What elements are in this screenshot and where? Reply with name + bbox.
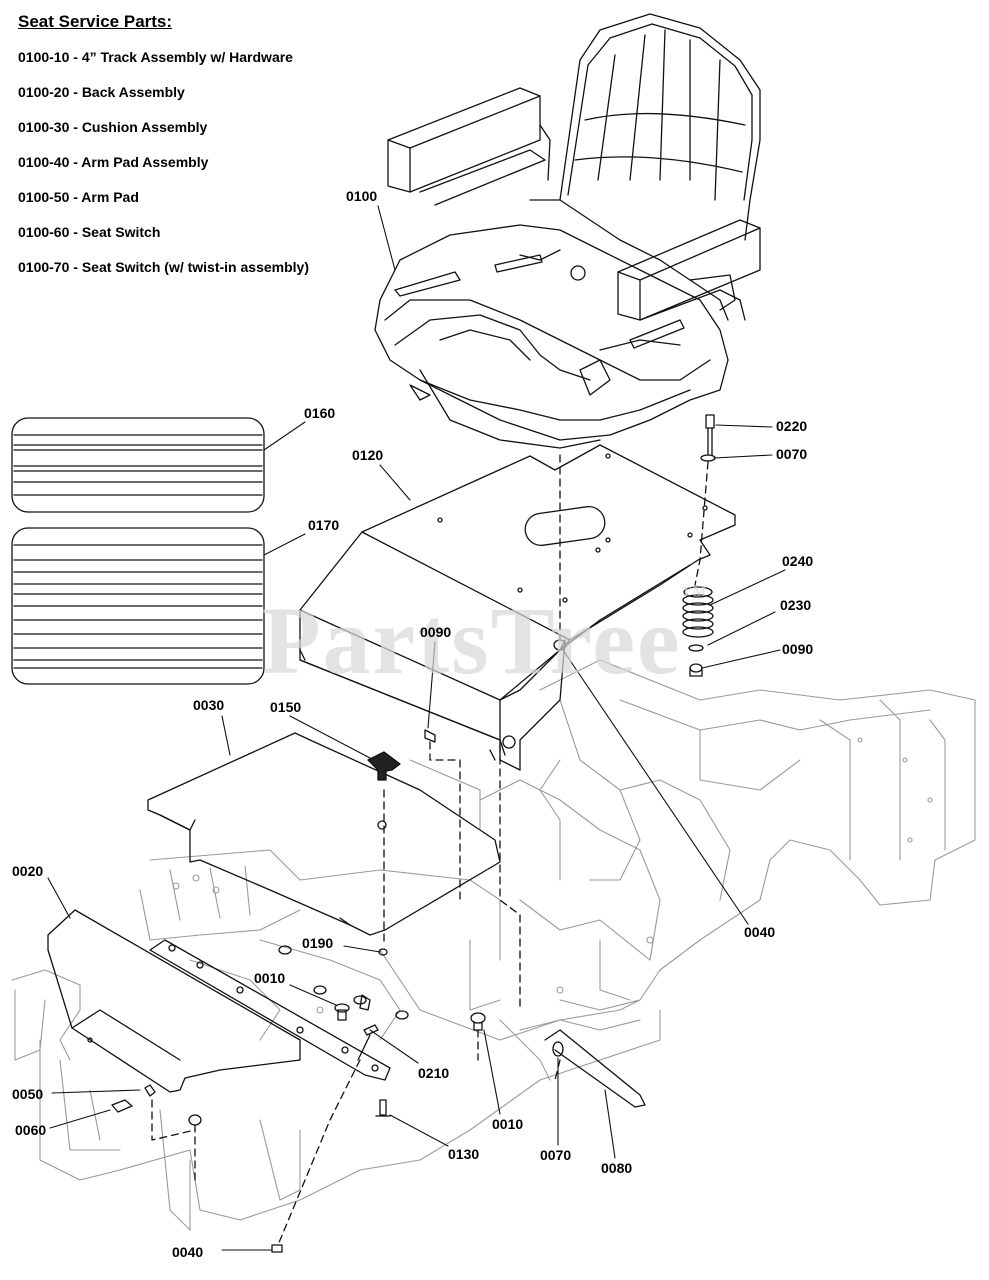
seat-assembly <box>374 13 761 449</box>
callout-0010[interactable]: 0010 <box>492 1116 524 1132</box>
service-parts-legend: Seat Service Parts: 0100-10 - 4” Track A… <box>18 12 309 293</box>
callout-0040[interactable]: 0040 <box>172 1244 204 1260</box>
callout-0150[interactable]: 0150 <box>270 699 302 715</box>
spring-assembly <box>682 414 716 677</box>
callout-0030[interactable]: 0030 <box>193 697 225 713</box>
legend-item: 0100-40 - Arm Pad Assembly <box>18 154 209 170</box>
callout-0060[interactable]: 0060 <box>15 1122 47 1138</box>
callout-0170[interactable]: 0170 <box>308 517 340 533</box>
callout-0190[interactable]: 0190 <box>302 935 334 951</box>
callout-0130[interactable]: 0130 <box>448 1146 480 1162</box>
callout-0240[interactable]: 0240 <box>782 553 814 569</box>
callout-0010[interactable]: 0010 <box>254 970 286 986</box>
chassis-frame <box>11 659 976 1231</box>
callout-0070[interactable]: 0070 <box>540 1147 572 1163</box>
side-bracket <box>47 909 391 1093</box>
decal-0160 <box>11 417 265 513</box>
callout-0100[interactable]: 0100 <box>346 188 378 204</box>
callout-0120[interactable]: 0120 <box>352 447 384 463</box>
watermark-tm: TM <box>681 585 709 600</box>
callout-0230[interactable]: 0230 <box>780 597 812 613</box>
knob-0150 <box>367 751 401 781</box>
decal-0170 <box>11 527 265 685</box>
foot-pad <box>147 732 501 936</box>
callout-0050[interactable]: 0050 <box>12 1086 44 1102</box>
callout-0220[interactable]: 0220 <box>776 418 808 434</box>
callout-0090[interactable]: 0090 <box>782 641 814 657</box>
watermark-text: PartsTree <box>262 587 682 694</box>
assembly-lines <box>151 454 709 1246</box>
callout-0040[interactable]: 0040 <box>744 924 776 940</box>
legend-item: 0100-20 - Back Assembly <box>18 84 185 100</box>
callout-0160[interactable]: 0160 <box>304 405 336 421</box>
watermark: PartsTreeTM <box>262 585 708 696</box>
callout-0210[interactable]: 0210 <box>418 1065 450 1081</box>
legend-item: 0100-10 - 4” Track Assembly w/ Hardware <box>18 49 293 65</box>
legend-item: 0100-30 - Cushion Assembly <box>18 119 208 135</box>
callout-0020[interactable]: 0020 <box>12 863 44 879</box>
legend-title: Seat Service Parts: <box>18 12 173 31</box>
legend-item: 0100-50 - Arm Pad <box>18 189 139 205</box>
callout-0080[interactable]: 0080 <box>601 1160 633 1176</box>
callout-0070[interactable]: 0070 <box>776 446 808 462</box>
legend-item: 0100-60 - Seat Switch <box>18 224 161 240</box>
leader-lines <box>47 205 786 1251</box>
legend-item: 0100-70 - Seat Switch (w/ twist-in assem… <box>18 259 309 275</box>
callout-0090[interactable]: 0090 <box>420 624 452 640</box>
